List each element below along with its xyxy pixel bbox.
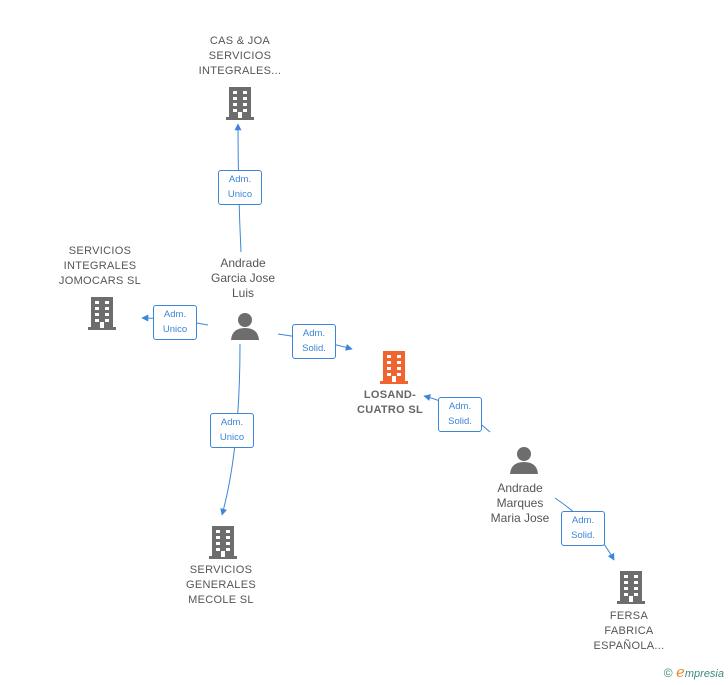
edge-label-losand-marques: Adm. Solid.	[438, 397, 482, 432]
company-label-jomocars[interactable]: SERVICIOS INTEGRALES JOMOCARS SL	[58, 245, 142, 287]
person-label-andrade-marques[interactable]: Andrade Marques Maria Jose	[490, 481, 550, 525]
copyright-symbol: ©	[663, 666, 673, 680]
brand-name: mpresia	[684, 668, 724, 680]
edge-label-jomocars: Adm. Unico	[153, 305, 197, 340]
edge-label-cas-joa: Adm. Unico	[218, 170, 262, 205]
company-label-mecole[interactable]: SERVICIOS GENERALES MECOLE SL	[186, 564, 256, 606]
company-label-fersa[interactable]: FERSA FABRICA ESPAÑOLA...	[593, 610, 665, 652]
person-label-andrade-garcia[interactable]: Andrade Garcia Jose Luis	[210, 256, 276, 300]
company-label-cas-joa[interactable]: CAS & JOA SERVICIOS INTEGRALES...	[198, 35, 282, 77]
building-icon[interactable]	[207, 525, 239, 559]
edge-label-fersa: Adm. Solid.	[561, 511, 605, 546]
person-icon[interactable]	[230, 312, 260, 340]
edge-label-losand-garcia: Adm. Solid.	[292, 324, 336, 359]
edge-label-mecole: Adm. Unico	[210, 413, 254, 448]
main-building-icon[interactable]	[378, 350, 410, 384]
person-icon[interactable]	[509, 446, 539, 474]
company-label-losand[interactable]: LOSAND- CUATRO SL	[356, 389, 424, 416]
building-icon[interactable]	[615, 570, 647, 604]
empresia-watermark: © empresia	[664, 663, 724, 681]
building-icon[interactable]	[86, 296, 118, 330]
brand-initial: e	[675, 663, 685, 681]
building-icon[interactable]	[224, 86, 256, 120]
